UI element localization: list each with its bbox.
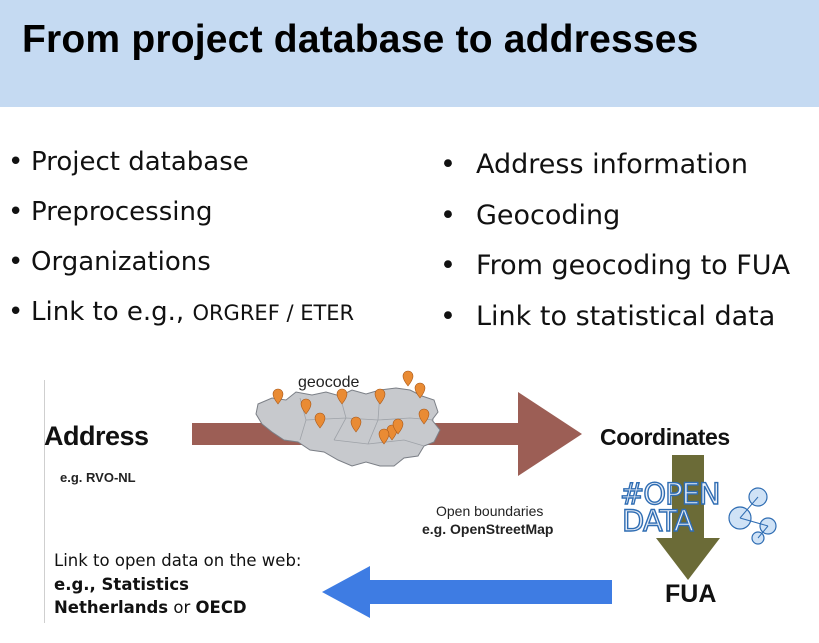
- divider: [44, 380, 45, 623]
- list-item: •Address information: [440, 149, 748, 180]
- list-item: •Link to e.g., ORGREF / ETER: [8, 297, 355, 327]
- map-pin-icon: [392, 418, 404, 435]
- open-data-logo-line1: #OPEN: [619, 477, 721, 511]
- page-title: From project database to addresses: [22, 18, 699, 61]
- address-example: e.g. RVO-NL: [60, 470, 136, 485]
- coordinates-label: Coordinates: [600, 424, 730, 450]
- open-data-logo: #OPEN DATA: [619, 477, 788, 540]
- map-pin-icon: [350, 416, 362, 433]
- list-item: •Preprocessing: [8, 197, 213, 227]
- right-bullet-list: •Address information •Geocoding •From ge…: [440, 148, 790, 350]
- arrow-fua-to-open-data: [322, 566, 612, 618]
- bullet-icon: •: [8, 247, 24, 277]
- bullet-icon: •: [8, 147, 24, 177]
- map-pin-icon: [336, 388, 348, 405]
- list-item: •From geocoding to FUA: [440, 250, 791, 281]
- address-label: Address: [44, 421, 149, 451]
- list-item: •Project database: [8, 147, 249, 177]
- list-item: •Geocoding: [440, 199, 621, 231]
- map-region-borders: [299, 391, 435, 447]
- open-boundaries-example: e.g. OpenStreetMap: [422, 521, 554, 537]
- left-bullet-list: •Project database •Preprocessing •Organi…: [8, 145, 354, 345]
- bullet-icon: •: [440, 250, 456, 281]
- header-bar: [0, 0, 819, 107]
- arrow-coordinates-to-fua: [656, 455, 720, 580]
- map-pin-icon: [374, 388, 386, 405]
- open-data-link-text: Link to open data on the web: e.g., Stat…: [54, 551, 307, 617]
- bullet-icon: •: [440, 149, 456, 180]
- map-pin-icon: [272, 388, 284, 405]
- map-pin-icon: [300, 398, 312, 415]
- list-item: •Organizations: [8, 247, 211, 277]
- bullet-icon: •: [8, 297, 24, 327]
- map-pins: [272, 370, 430, 445]
- list-item: •Link to statistical data: [440, 300, 776, 332]
- geocode-label: geocode: [298, 374, 360, 391]
- map-pin-icon: [418, 408, 430, 425]
- map-pin-icon: [378, 428, 390, 445]
- open-data-logo-icon: [728, 487, 777, 545]
- open-data-logo-line2: DATA: [621, 504, 694, 538]
- bullet-icon: •: [440, 199, 456, 231]
- bullet-icon: •: [8, 197, 24, 227]
- netherlands-map-icon: [255, 387, 441, 467]
- map-pin-icon: [314, 412, 326, 429]
- map-pin-icon: [402, 370, 414, 387]
- map-pin-icon: [414, 382, 426, 399]
- bullet-icon: •: [440, 300, 456, 332]
- fua-label: FUA: [665, 580, 717, 608]
- open-boundaries-label: Open boundaries: [436, 503, 544, 519]
